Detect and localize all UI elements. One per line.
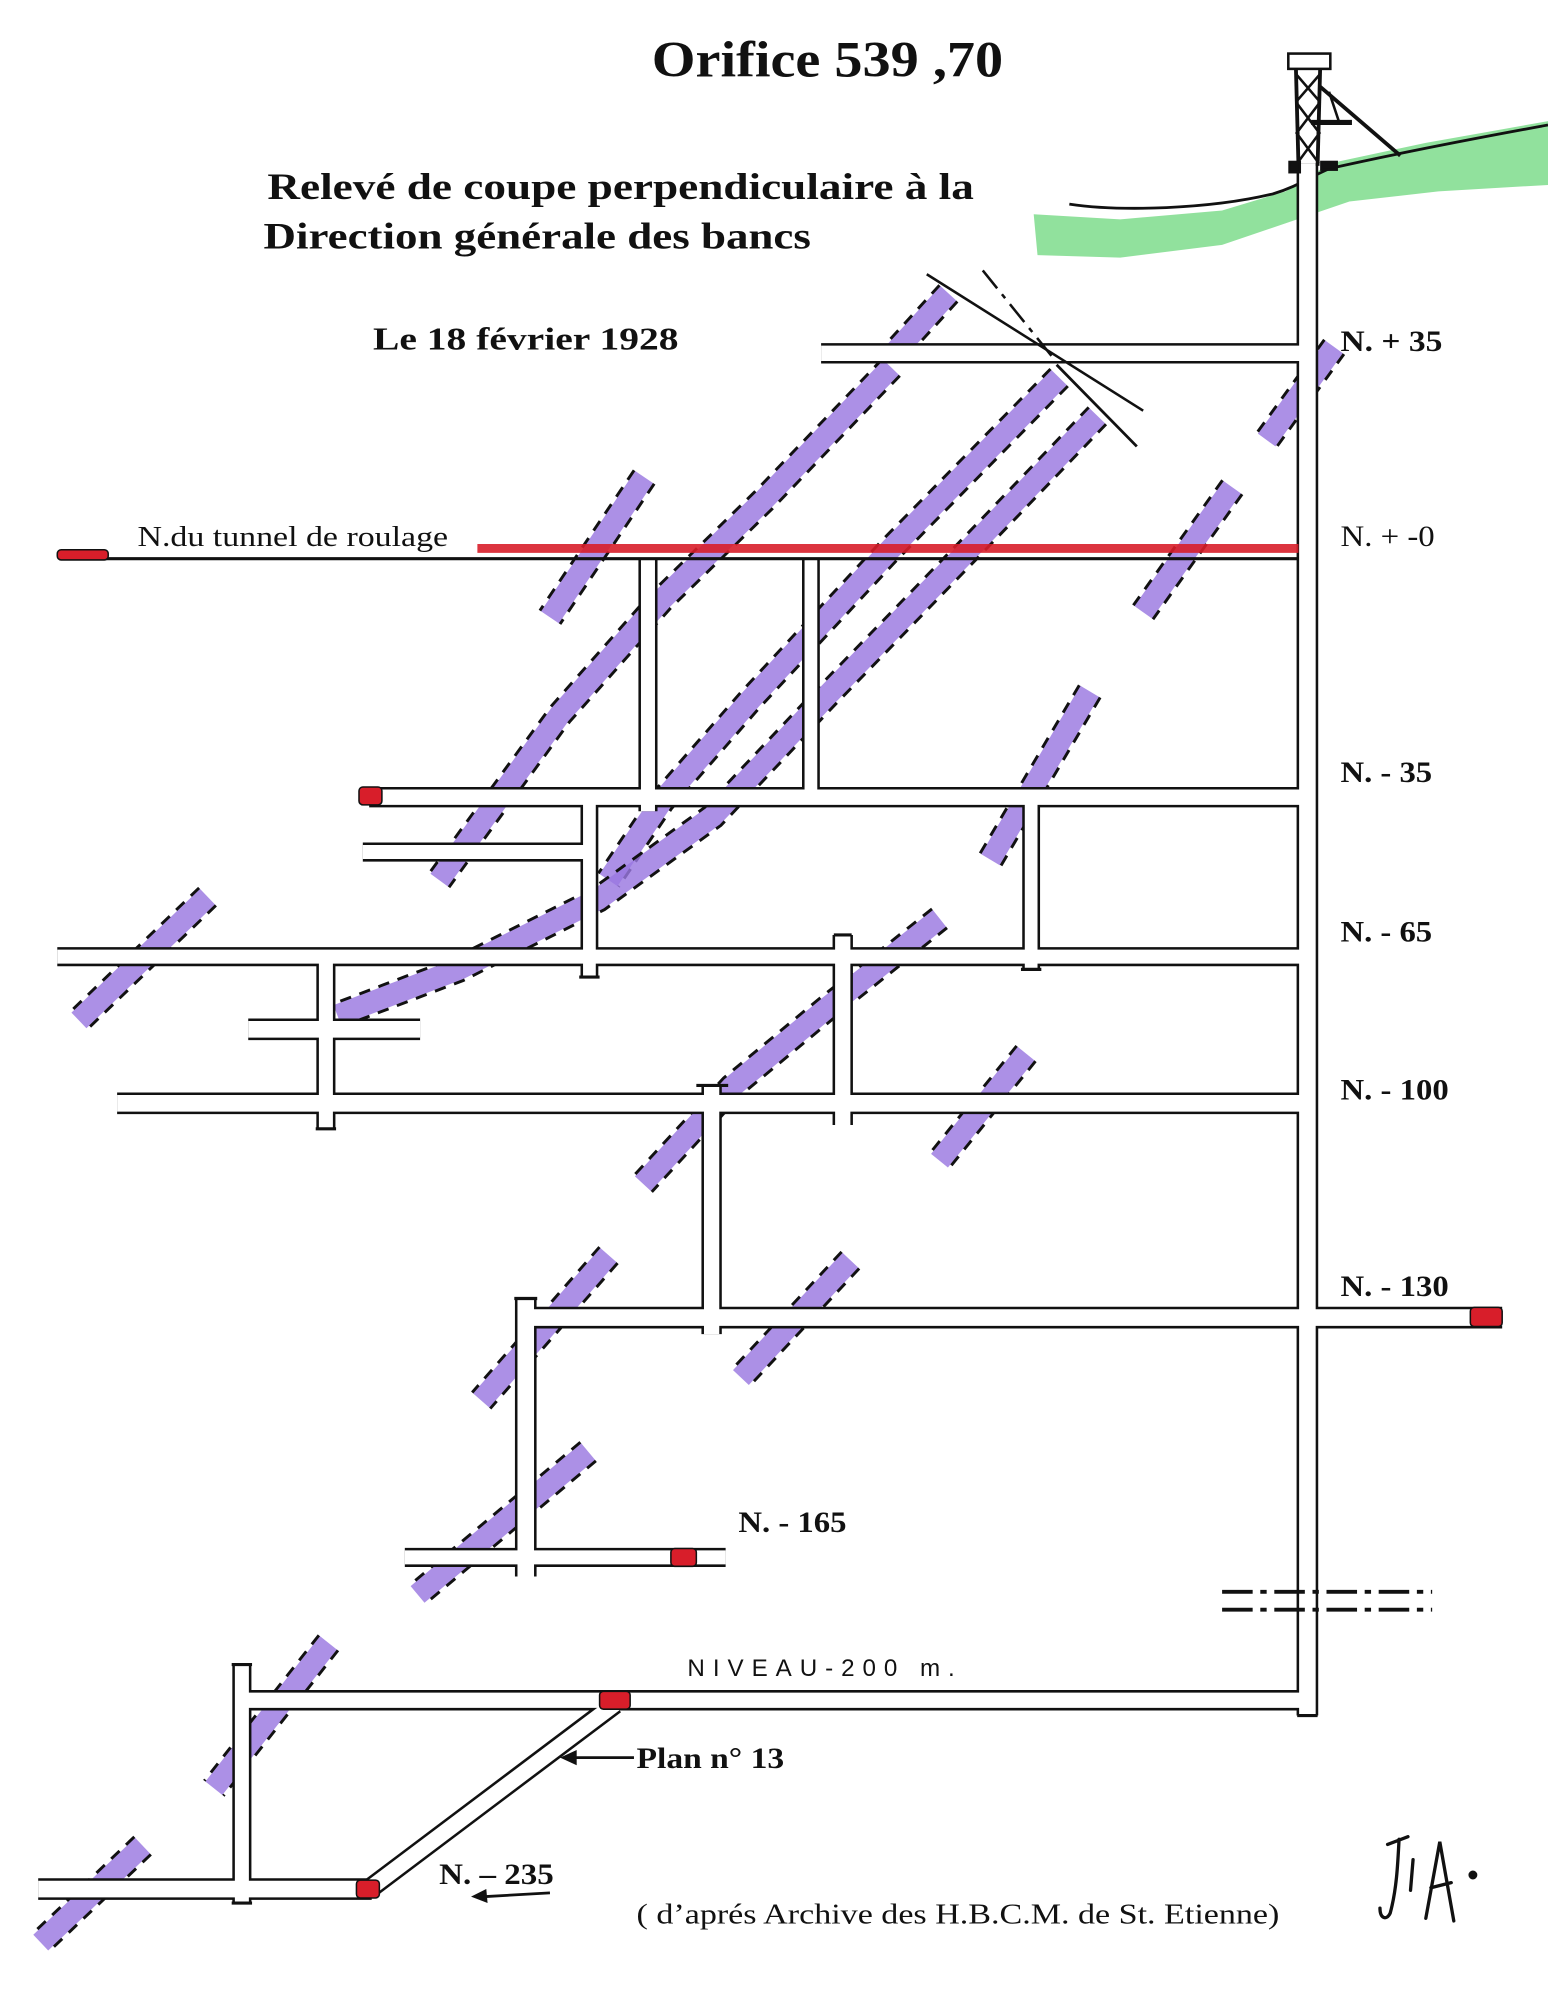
signature-stroke-a	[1424, 1841, 1456, 1923]
coal-seam-border-dashed	[48, 1853, 152, 1953]
coal-seam-border-dashed	[731, 1250, 843, 1371]
subtitle-line-1: Relevé de coupe perpendiculaire à la	[267, 166, 974, 207]
level-label-minus-165: N. - 165	[738, 1507, 846, 1539]
coal-seam-border-dashed	[617, 385, 1069, 888]
level-label-plus-0: N. + -0	[1340, 521, 1434, 553]
incline-plan-13	[364, 1697, 620, 1896]
headframe-leg-left	[1294, 68, 1301, 166]
coal-seam-border-dashed	[558, 482, 656, 625]
signature-stroke-i	[1408, 1858, 1415, 1892]
source-note: ( d’aprés Archive des H.B.C.M. de St. Et…	[637, 1899, 1280, 1930]
coal-seam-border-dashed	[332, 406, 1090, 1006]
coal-seam-band	[203, 1634, 340, 1797]
diagram-title: Orifice 539 ,70	[652, 32, 1003, 88]
signature-stroke-j	[1378, 1835, 1410, 1920]
level-235-arrow-shaft	[483, 1891, 551, 1899]
coal-seam-border-dashed	[999, 696, 1102, 867]
level-label-niveau-200: NIVEAU-200 m.	[687, 1655, 954, 1682]
working-face-mark	[358, 786, 383, 806]
fault-line	[926, 273, 1144, 412]
diagram-overlays	[56, 269, 1503, 1905]
coal-seam-fill	[430, 359, 899, 887]
coal-seam-fill	[599, 369, 1067, 887]
coal-seam-fill	[410, 1443, 596, 1603]
coal-seam-fill	[333, 408, 1106, 1026]
subtitle-line-2: Direction générale des bancs	[264, 216, 811, 257]
coal-seam-border-dashed	[1132, 479, 1224, 607]
signature	[1378, 1835, 1478, 1923]
coal-seam-fill	[886, 286, 957, 360]
coal-seam-border-dashed	[947, 1060, 1037, 1170]
headframe-footing-left	[1288, 160, 1302, 174]
coal-seam-border-dashed	[424, 1459, 597, 1605]
survey-date: Le 18 février 1928	[373, 321, 679, 356]
coal-seam-band	[408, 1441, 597, 1605]
coal-seam-border-dashed	[650, 926, 948, 1193]
coal-seam-border-dashed	[597, 367, 1052, 875]
coal-seam-border-dashed	[447, 374, 901, 889]
working-face-mark	[670, 1547, 698, 1568]
working-face-mark	[598, 1690, 631, 1710]
level-label-minus-35: N. - 35	[1340, 757, 1432, 789]
coal-seam-fill	[981, 685, 1100, 866]
headframe	[1287, 52, 1402, 174]
coal-seam-band	[597, 367, 1069, 888]
coal-seam-border-dashed	[538, 469, 636, 612]
working-face-mark	[1469, 1306, 1503, 1328]
signature-dot	[1468, 1870, 1478, 1880]
coal-seam-fill	[205, 1636, 337, 1795]
ground-surface	[1033, 121, 1548, 258]
coal-seam-border-dashed	[884, 284, 941, 345]
coal-seam-border-dashed	[748, 1267, 861, 1387]
level-235-arrowhead	[471, 1889, 488, 1904]
fault-line-dash-dot	[981, 269, 1058, 364]
coal-seam-border-dashed	[489, 1262, 619, 1410]
level-label-minus-130: N. - 130	[1340, 1271, 1448, 1303]
headframe-leg-right	[1315, 68, 1323, 166]
galleries-interior	[38, 163, 1503, 1904]
ground-vegetation-band	[1033, 121, 1548, 258]
coal-seam-border-dashed	[222, 1649, 340, 1797]
plan-13-arrowhead	[560, 1750, 577, 1766]
level-label-minus-235: N. – 235	[439, 1859, 554, 1891]
level-label-plus-35: N. + 35	[1340, 326, 1442, 358]
headframe-lattice	[1294, 73, 1322, 165]
coal-seam-band	[978, 684, 1102, 867]
headframe-pulley-house	[1287, 52, 1332, 71]
level-label-minus-65: N. - 65	[1340, 916, 1432, 948]
working-face-mark	[355, 1879, 381, 1899]
headframe-brace	[1327, 91, 1341, 123]
headframe-strut	[1318, 85, 1402, 158]
plan-13-label: Plan n° 13	[637, 1743, 785, 1775]
working-face-mark	[56, 548, 109, 561]
coal-seam-border-dashed	[86, 904, 217, 1031]
level-label-minus-100: N. - 100	[1340, 1074, 1448, 1106]
fault-line	[1055, 363, 1138, 448]
headframe-footing-right	[1320, 160, 1338, 171]
tunnel-label: N.du tunnel de roulage	[137, 522, 448, 553]
coal-seam-border-dashed	[1151, 493, 1244, 621]
